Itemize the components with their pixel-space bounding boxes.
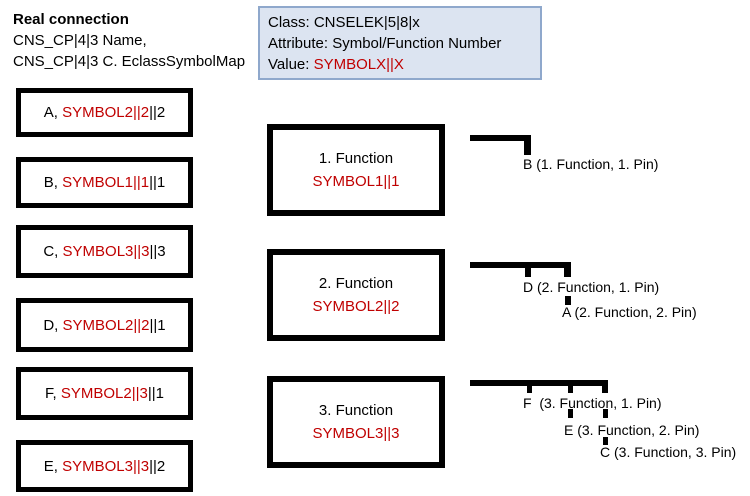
fn1-pin1-stub bbox=[524, 135, 531, 155]
pin-label-f: F (3. Function, 1. Pin) bbox=[523, 395, 662, 411]
header-line-2: CNS_CP|4|3 C. EclassSymbolMap bbox=[13, 53, 246, 70]
pin-label-d: D (2. Function, 1. Pin) bbox=[523, 279, 660, 295]
connection-symbol: SYMBOL1||1 bbox=[62, 174, 150, 191]
legend-value-label: Value: bbox=[268, 56, 314, 73]
fn2-pin1-stub bbox=[525, 268, 531, 277]
function-symbol: SYMBOL1||1 bbox=[312, 173, 400, 190]
connection-prefix: E, bbox=[43, 457, 63, 475]
connection-suffix: ||1 bbox=[149, 316, 166, 334]
legend-value-red: SYMBOLX||X bbox=[313, 56, 404, 73]
function-name: 1. Function bbox=[318, 150, 394, 167]
connection-symbol: SYMBOL3||3 bbox=[62, 243, 150, 260]
fn3-pin1-stub bbox=[527, 386, 532, 393]
connection-box-d: D, SYMBOL2||2||1 bbox=[16, 298, 193, 352]
pin-label-c: C (3. Function, 3. Pin) bbox=[600, 444, 737, 460]
fn3-pin-bar bbox=[470, 380, 608, 386]
connection-suffix: ||1 bbox=[147, 385, 164, 402]
function-box-3: 3. Function SYMBOL3||3 bbox=[267, 376, 445, 468]
legend-class-line: Class: CNSELEK|5|8|x bbox=[268, 14, 420, 31]
connection-box-b: B, SYMBOL1||1||1 bbox=[16, 157, 193, 208]
legend-attribute-line: Attribute: Symbol/Function Number bbox=[268, 35, 502, 52]
page-title: Real connection bbox=[13, 11, 129, 28]
pin-label-b: B (1. Function, 1. Pin) bbox=[523, 156, 659, 172]
legend-value-line: Value: SYMBOLX||X bbox=[268, 54, 532, 75]
header-line-1: CNS_CP|4|3 Name, bbox=[13, 32, 147, 49]
fn2-pin2-stub bbox=[564, 262, 571, 277]
fn3-pin3-stub bbox=[602, 380, 608, 393]
connection-symbol: SYMBOL3||3 bbox=[62, 457, 150, 475]
function-box-2: 2. Function SYMBOL2||2 bbox=[267, 249, 445, 341]
fn3-pin3-dash-2 bbox=[603, 437, 608, 445]
fn3-pin2-dash bbox=[568, 409, 573, 418]
connection-prefix: D, bbox=[43, 316, 63, 334]
connection-box-e: E, SYMBOL3||3||2 bbox=[16, 440, 193, 492]
fn3-pin2-stub bbox=[568, 386, 573, 393]
fn3-pin3-dash-1 bbox=[603, 409, 608, 418]
fn1-pin-bar bbox=[470, 135, 531, 141]
connection-prefix: B, bbox=[43, 174, 63, 191]
legend-info-box: Class: CNSELEK|5|8|x Attribute: Symbol/F… bbox=[258, 6, 542, 80]
connection-prefix: F, bbox=[45, 385, 61, 402]
fn2-pin2-dash bbox=[565, 296, 571, 305]
function-symbol: SYMBOL2||2 bbox=[312, 298, 400, 315]
connection-symbol: SYMBOL2||3 bbox=[60, 385, 148, 402]
function-name: 2. Function bbox=[318, 275, 394, 292]
connection-symbol: SYMBOL2||2 bbox=[62, 104, 150, 121]
function-symbol: SYMBOL3||3 bbox=[312, 425, 400, 442]
connection-suffix: ||2 bbox=[149, 104, 166, 121]
connection-box-f: F, SYMBOL2||3||1 bbox=[16, 367, 193, 420]
fn2-pin-bar bbox=[470, 262, 571, 268]
pin-label-e: E (3. Function, 2. Pin) bbox=[564, 422, 700, 438]
connection-symbol: SYMBOL2||2 bbox=[62, 316, 150, 334]
pin-label-a: A (2. Function, 2. Pin) bbox=[562, 304, 697, 320]
connection-prefix: A, bbox=[43, 104, 63, 121]
connection-suffix: ||1 bbox=[149, 174, 166, 191]
connection-suffix: ||3 bbox=[149, 243, 166, 260]
function-name: 3. Function bbox=[318, 402, 394, 419]
connection-suffix: ||2 bbox=[149, 457, 166, 475]
connection-box-a: A, SYMBOL2||2||2 bbox=[16, 88, 193, 137]
function-box-1: 1. Function SYMBOL1||1 bbox=[267, 124, 445, 216]
header: Real connection CNS_CP|4|3 Name, CNS_CP|… bbox=[13, 9, 245, 72]
connection-prefix: C, bbox=[43, 243, 63, 260]
connection-box-c: C, SYMBOL3||3||3 bbox=[16, 225, 193, 278]
